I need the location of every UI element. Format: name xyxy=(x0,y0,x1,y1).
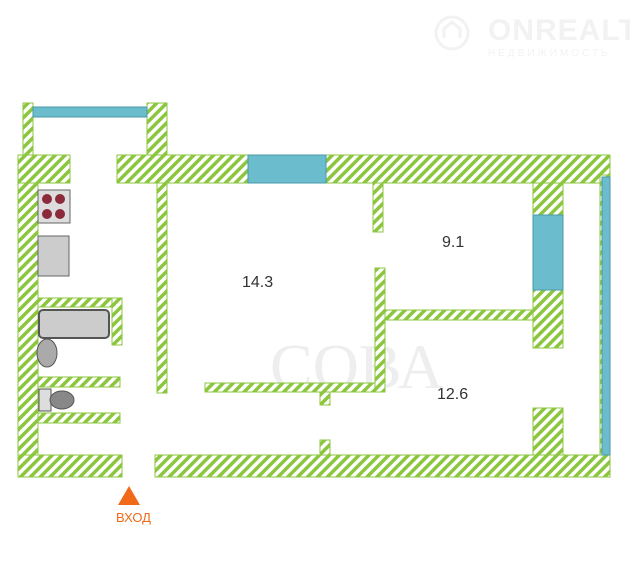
logo-icon xyxy=(434,15,470,51)
room-area-label: 9.1 xyxy=(442,234,465,251)
windows xyxy=(32,106,611,456)
room-area-label: 14.3 xyxy=(242,274,274,291)
washbasin-icon xyxy=(36,338,58,368)
entrance-label: ВХОД xyxy=(116,510,151,525)
room-area-label: 12.6 xyxy=(437,386,469,403)
bathtub-icon xyxy=(38,309,110,339)
logo-subtitle: НЕДВИЖИМОСТЬ xyxy=(488,48,611,59)
logo-name: ONREALT xyxy=(488,14,630,47)
stove-icon xyxy=(37,189,71,224)
sink-icon xyxy=(37,235,70,277)
entrance-arrow-icon xyxy=(118,486,140,505)
toilet-icon xyxy=(38,388,75,412)
